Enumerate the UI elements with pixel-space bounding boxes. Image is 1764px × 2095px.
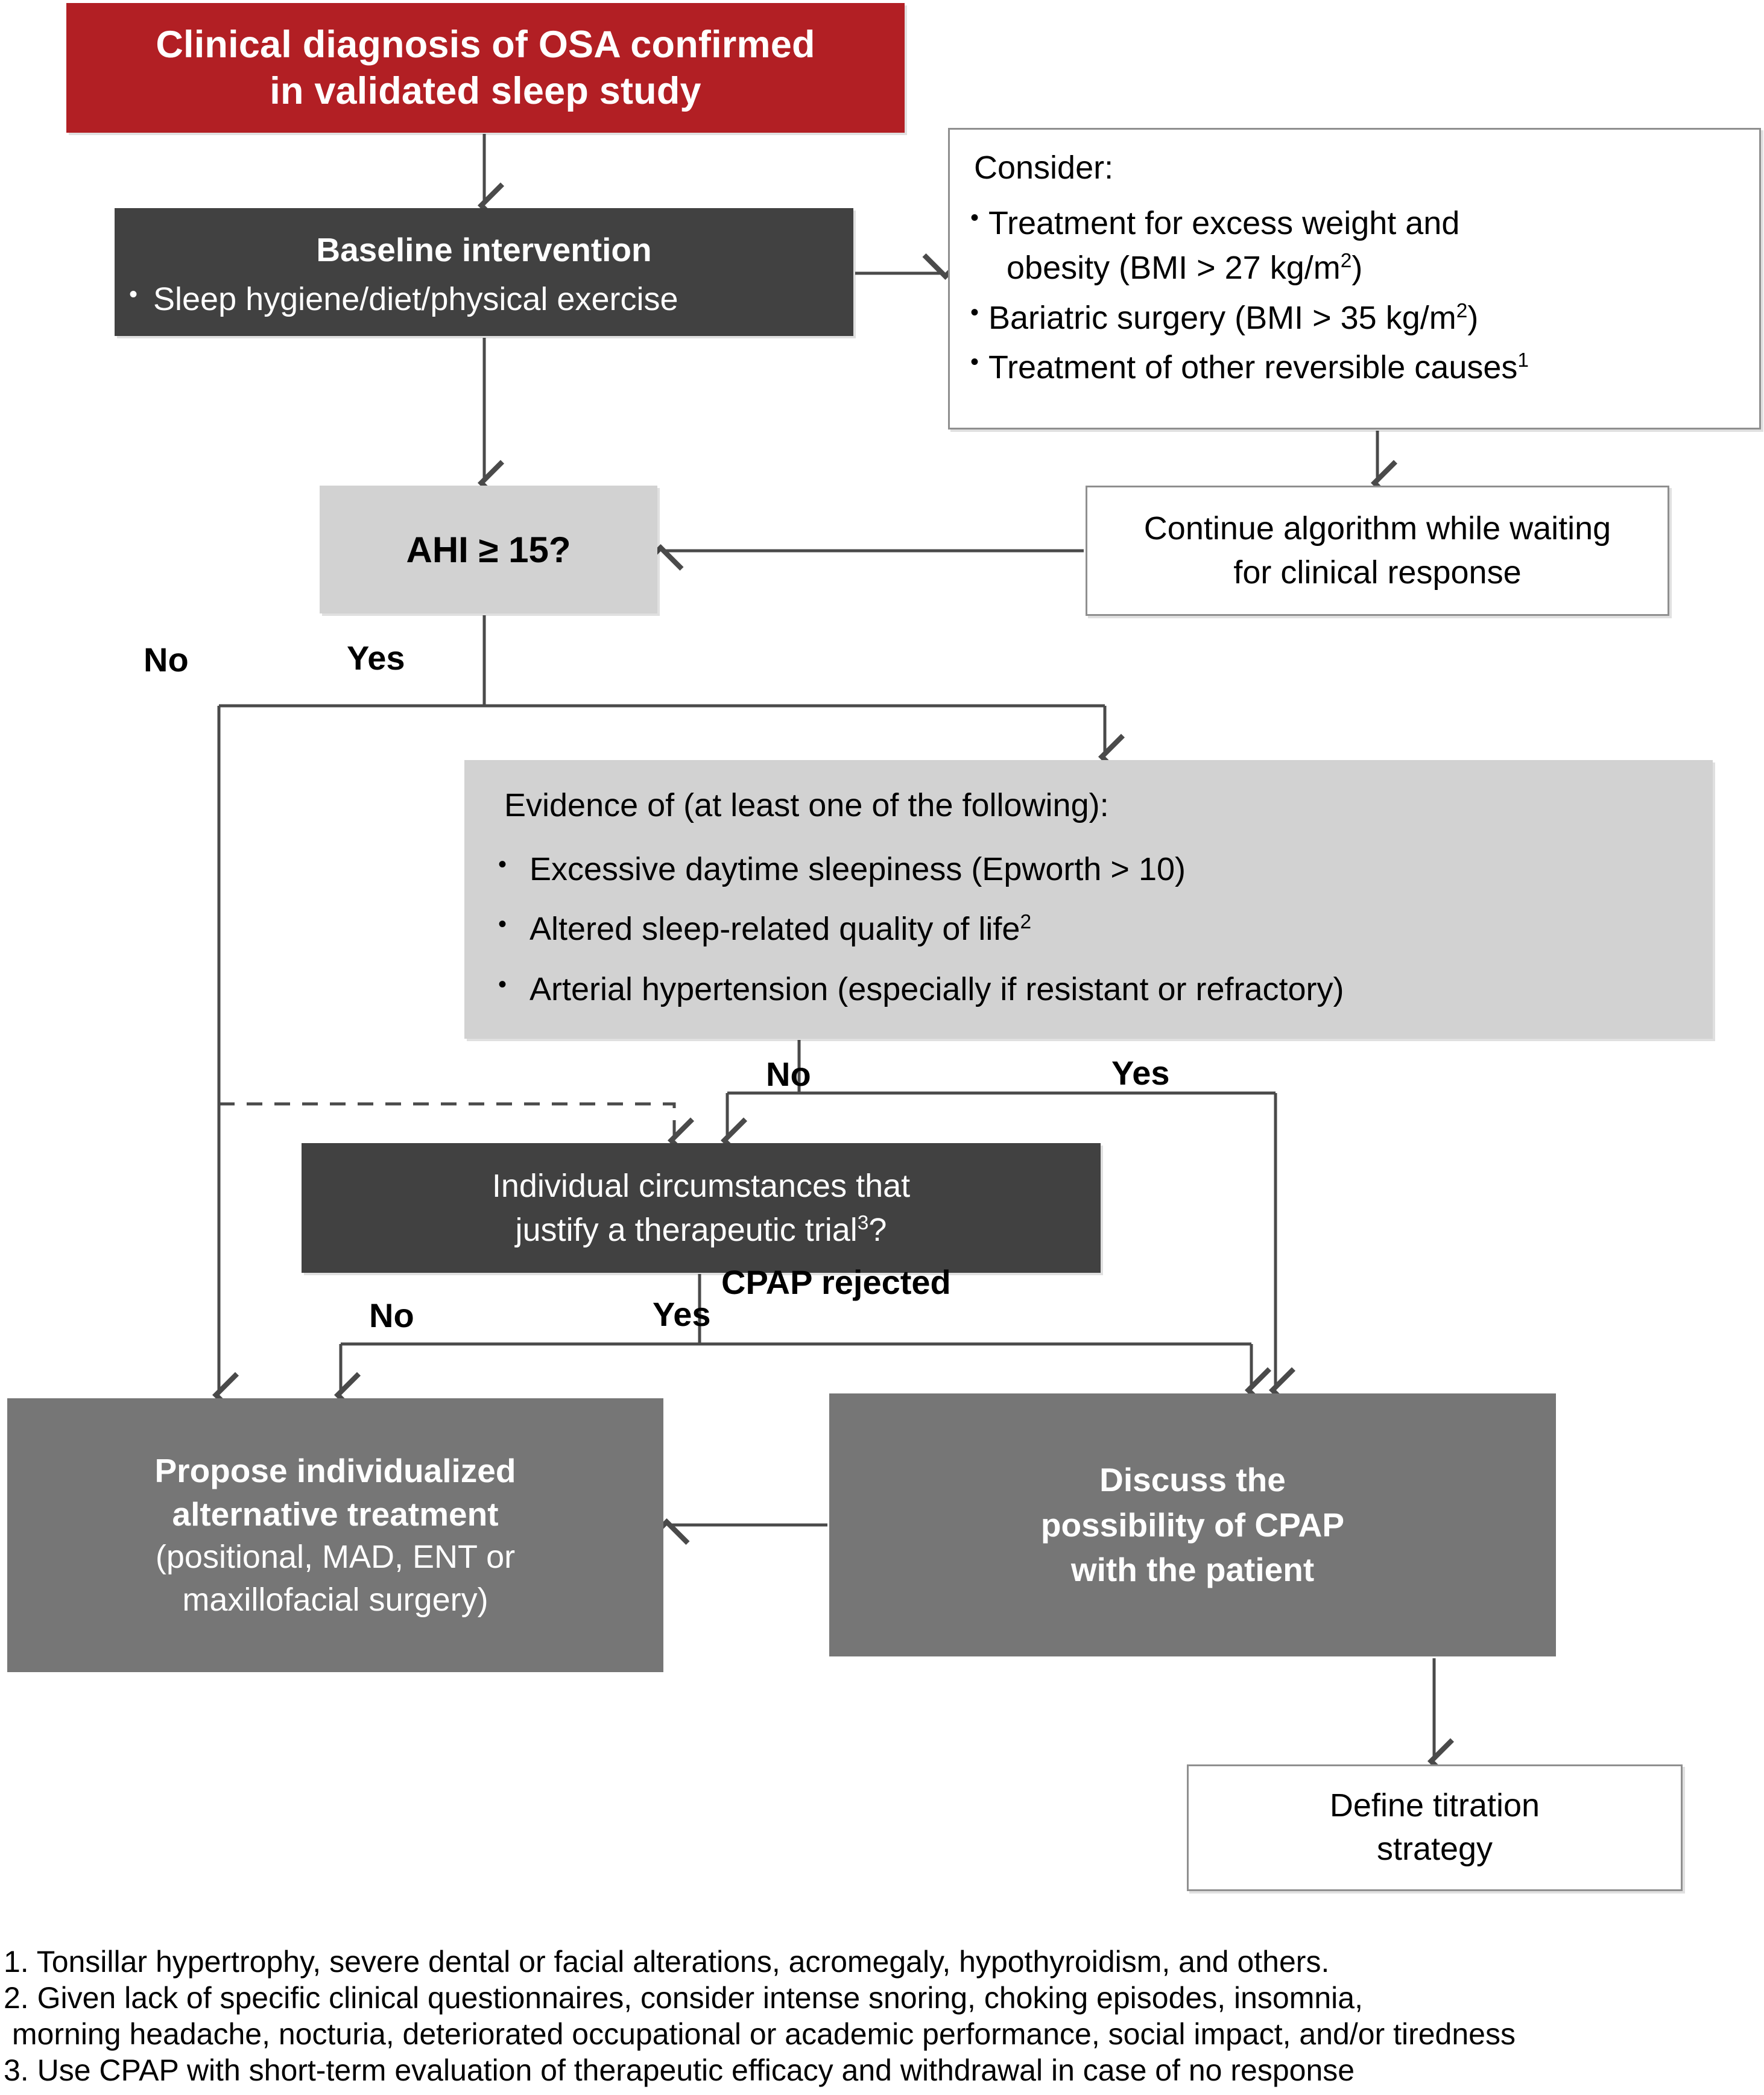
consider-item-2-text-end: ) — [1467, 299, 1479, 336]
consider-item-1-sup: 2 — [1340, 250, 1352, 273]
consider-item-1-cont-end: ) — [1351, 250, 1363, 287]
diagnosis-line-1: Clinical diagnosis of OSA confirmed — [156, 23, 815, 66]
individual-line-2a: justify a therapeutic trial — [515, 1211, 858, 1248]
node-continue-algorithm[interactable]: Continue algorithm while waiting for cli… — [1086, 486, 1669, 616]
baseline-title: Baseline intervention — [316, 230, 652, 268]
node-baseline-intervention[interactable]: Baseline intervention • Sleep hygiene/di… — [115, 208, 853, 336]
footnotes: 1. Tonsillar hypertrophy, severe dental … — [4, 1944, 1753, 2088]
edge-label-ahi-no: No — [144, 641, 189, 679]
bullet-icon: • — [498, 911, 507, 937]
bullet-icon: • — [970, 299, 979, 326]
edge-label-cpap-rejected: CPAP rejected — [721, 1263, 951, 1301]
individual-line-1: Individual circumstances that — [492, 1167, 911, 1204]
edge-label-individual-no: No — [369, 1296, 414, 1334]
node-diagnosis[interactable]: Clinical diagnosis of OSA confirmed in v… — [66, 3, 905, 133]
individual-line-2-sup: 3 — [857, 1211, 869, 1234]
footnote-2: 2. Given lack of specific clinical quest… — [4, 1981, 1363, 2015]
node-discuss-cpap[interactable]: Discuss the possibility of CPAP with the… — [829, 1393, 1556, 1656]
consider-item-1-cont: obesity (BMI > 27 kg/m — [1007, 250, 1341, 287]
bullet-icon: • — [498, 971, 507, 998]
cpap-line-2: possibility of CPAP — [1040, 1506, 1345, 1544]
consider-item-3: • Treatment of other reversible causes1 — [970, 346, 1743, 388]
node-individual-circumstances[interactable]: Individual circumstances that justify a … — [302, 1143, 1101, 1273]
consider-item-2: • Bariatric surgery (BMI > 35 kg/m2) — [970, 297, 1743, 339]
bullet-icon: • — [498, 851, 507, 878]
evidence-item-3: • Arterial hypertension (especially if r… — [498, 969, 1695, 1010]
consider-item-2-text: Bariatric surgery (BMI > 35 kg/m — [988, 299, 1456, 336]
edge-label-evidence-no: No — [766, 1055, 811, 1093]
bullet-icon: • — [970, 348, 979, 375]
consider-item-3-sup: 1 — [1517, 349, 1529, 372]
baseline-bullet-1: Sleep hygiene/diet/physical exercise — [153, 280, 678, 317]
individual-line-2b: ? — [868, 1211, 887, 1248]
edge-label-ahi-yes: Yes — [347, 639, 405, 677]
footnote-2-cont: morning headache, nocturia, deteriorated… — [4, 2017, 1516, 2051]
evidence-header: Evidence of (at least one of the followi… — [504, 787, 1109, 823]
edge-label-individual-yes: Yes — [653, 1295, 711, 1333]
consider-item-2-sup: 2 — [1456, 299, 1468, 322]
evidence-item-1-text: Excessive daytime sleepiness (Epworth > … — [530, 851, 1186, 887]
cpap-line-1: Discuss the — [1099, 1460, 1286, 1498]
bullet-icon: • — [970, 204, 979, 232]
evidence-item-2-text: Altered sleep-related quality of life — [530, 911, 1020, 947]
propose-line-4: maxillofacial surgery) — [182, 1581, 488, 1618]
evidence-item-2: • Altered sleep-related quality of life2 — [498, 909, 1695, 950]
node-ahi-decision[interactable]: AHI ≥ 15? — [320, 486, 657, 613]
titration-line-2: strategy — [1376, 1831, 1493, 1867]
consider-item-3-text: Treatment of other reversible causes — [988, 349, 1518, 385]
evidence-item-1: • Excessive daytime sleepiness (Epworth … — [498, 849, 1695, 890]
consider-item-1-text: Treatment for excess weight and — [988, 205, 1460, 242]
node-define-titration-strategy[interactable]: Define titration strategy — [1187, 1764, 1683, 1891]
footnote-3: 3. Use CPAP with short-term evaluation o… — [4, 2053, 1355, 2087]
diagnosis-line-2: in validated sleep study — [270, 69, 701, 112]
node-consider[interactable]: Consider: • Treatment for excess weight … — [948, 128, 1761, 429]
continue-line-2: for clinical response — [1233, 554, 1522, 591]
propose-line-2: alternative treatment — [172, 1495, 499, 1533]
bullet-icon: • — [129, 280, 138, 308]
titration-line-1: Define titration — [1329, 1787, 1540, 1824]
edge-dashed-to-individual — [219, 1102, 695, 1164]
propose-line-1: Propose individualized — [154, 1452, 516, 1490]
cpap-line-3: with the patient — [1070, 1551, 1315, 1589]
node-evidence[interactable]: Evidence of (at least one of the followi… — [464, 760, 1713, 1039]
evidence-item-2-sup: 2 — [1020, 911, 1032, 933]
consider-item-1: • Treatment for excess weight and obesit… — [970, 202, 1743, 289]
continue-line-1: Continue algorithm while waiting — [1143, 510, 1611, 547]
consider-header: Consider: — [974, 150, 1114, 186]
footnote-1: 1. Tonsillar hypertrophy, severe dental … — [4, 1945, 1330, 1979]
evidence-item-3-text: Arterial hypertension (especially if res… — [530, 971, 1344, 1007]
node-propose-alternative-treatment[interactable]: Propose individualized alternative treat… — [7, 1398, 663, 1672]
edge-label-evidence-yes: Yes — [1111, 1054, 1170, 1092]
propose-line-3: (positional, MAD, ENT or — [155, 1539, 516, 1576]
baseline-bullet-row: • Sleep hygiene/diet/physical exercise — [115, 279, 853, 320]
ahi-label: AHI ≥ 15? — [406, 529, 571, 570]
